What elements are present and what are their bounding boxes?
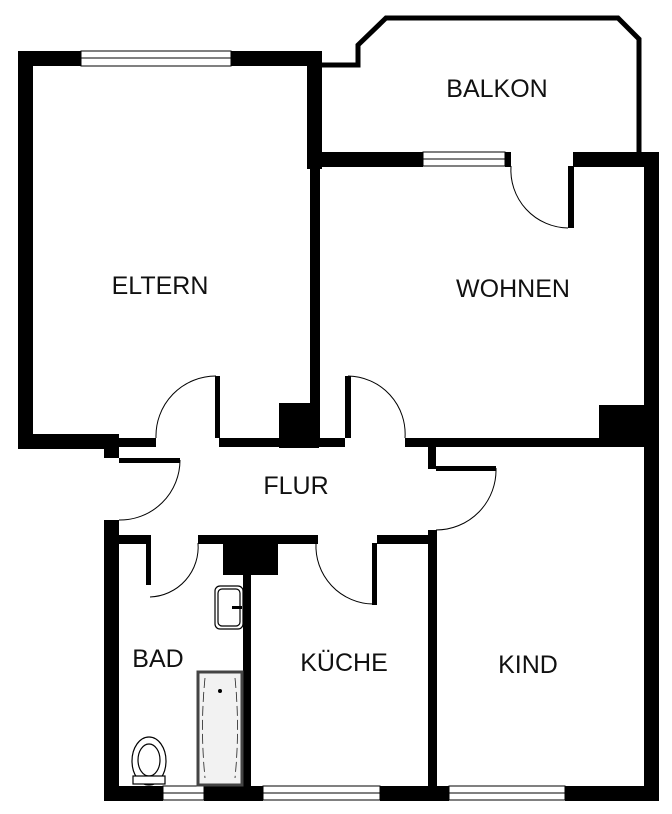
eltern-walls — [18, 50, 322, 458]
room-label-kueche: KÜCHE — [300, 649, 388, 677]
wohnen-walls — [307, 151, 659, 789]
room-labels: BALKON ELTERN WOHNEN FLUR BAD KÜCHE KIND — [112, 75, 570, 679]
room-label-flur: FLUR — [263, 472, 328, 500]
toilet-fixture — [131, 736, 167, 786]
door-swings — [118, 165, 569, 605]
lower-walls — [104, 520, 659, 801]
balcony-outline — [320, 15, 642, 155]
room-label-kind: KIND — [498, 651, 558, 679]
room-label-balkon: BALKON — [446, 75, 547, 103]
room-label-bad: BAD — [132, 645, 183, 673]
flur-walls — [104, 376, 496, 605]
room-label-wohnen: WOHNEN — [456, 275, 570, 303]
bathtub-fixture — [196, 670, 244, 787]
room-label-eltern: ELTERN — [112, 272, 209, 300]
sink-fixture — [214, 585, 244, 630]
